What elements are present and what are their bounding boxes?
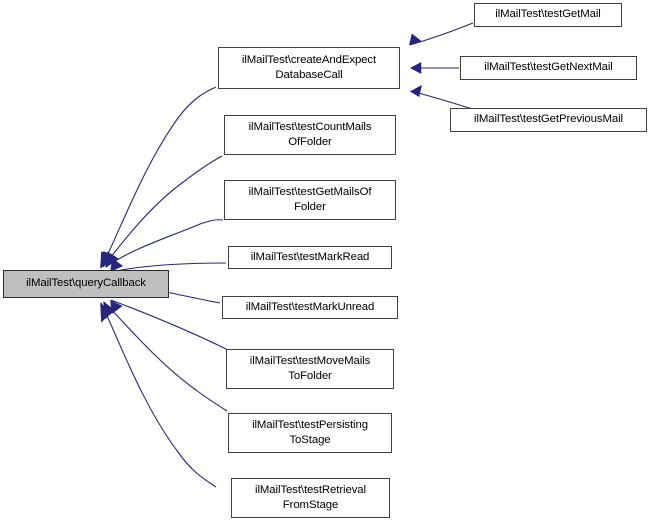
edge-arrowhead: [100, 302, 111, 323]
graph-node-label: ilMailTest\testMarkRead: [250, 250, 370, 263]
graph-node-testMarkRead[interactable]: ilMailTest\testMarkRead: [228, 246, 392, 269]
edge-testPersistingToStage-to-queryCallback: [103, 301, 228, 412]
graph-node-createAndExpectDatabaseCall[interactable]: ilMailTest\createAndExpect DatabaseCall: [218, 47, 400, 89]
graph-node-testPersistingToStage[interactable]: ilMailTest\testPersisting ToStage: [228, 413, 392, 453]
graph-node-testCountMailsOfFolder[interactable]: ilMailTest\testCountMails OfFolder: [224, 115, 396, 155]
graph-node-queryCallback[interactable]: ilMailTest\queryCallback: [3, 270, 169, 298]
graph-node-label: ilMailTest\testGetMail: [495, 8, 601, 21]
edge-testGetMailsOfFolder-to-queryCallback: [105, 219, 224, 268]
graph-node-label: ilMailTest\testMoveMails ToFolder: [249, 354, 371, 382]
graph-node-testGetMailsOfFolder[interactable]: ilMailTest\testGetMailsOf Folder: [224, 180, 396, 220]
graph-node-label: ilMailTest\testRetrieval FromStage: [255, 483, 366, 511]
edge-testMoveMailsToFolder-to-queryCallback: [110, 299, 230, 352]
edge-testRetrievalFromStage-to-queryCallback: [100, 302, 217, 488]
edge-line: [409, 22, 474, 46]
graph-node-testMoveMailsToFolder[interactable]: ilMailTest\testMoveMails ToFolder: [226, 349, 394, 389]
graph-node-label: ilMailTest\testGetMailsOf Folder: [248, 185, 372, 213]
edge-arrowhead: [409, 33, 422, 45]
edge-arrowhead: [409, 84, 422, 97]
graph-node-testGetNextMail[interactable]: ilMailTest\testGetNextMail: [460, 56, 637, 80]
graph-node-label: ilMailTest\testPersisting ToStage: [252, 418, 368, 446]
edge-line: [100, 302, 217, 488]
graph-node-label: ilMailTest\testGetNextMail: [484, 61, 613, 74]
edge-arrowhead: [409, 62, 422, 74]
edge-testGetNextMail-to-createAndExpectDatabaseCall: [409, 62, 459, 74]
edge-testGetPreviousMail-to-createAndExpectDatabaseCall: [409, 84, 477, 111]
edge-line: [103, 301, 228, 412]
edge-testCountMailsOfFolder-to-queryCallback: [102, 155, 223, 268]
graph-node-label: ilMailTest\testCountMails OfFolder: [248, 120, 372, 148]
edge-line: [102, 155, 223, 268]
graph-node-label: ilMailTest\createAndExpect DatabaseCall: [241, 53, 377, 81]
graph-node-testGetMail[interactable]: ilMailTest\testGetMail: [474, 3, 622, 27]
edge-arrowhead: [110, 257, 124, 273]
edge-line: [100, 86, 217, 269]
edge-line: [110, 299, 230, 352]
edge-line: [105, 219, 224, 268]
edge-testGetMail-to-createAndExpectDatabaseCall: [409, 22, 474, 46]
graph-node-testMarkUnread[interactable]: ilMailTest\testMarkUnread: [222, 296, 398, 319]
graph-node-label: ilMailTest\queryCallback: [26, 277, 146, 290]
graph-node-testRetrievalFromStage[interactable]: ilMailTest\testRetrieval FromStage: [231, 478, 390, 518]
graph-node-label: ilMailTest\testMarkUnread: [245, 300, 375, 313]
graph-node-testGetPreviousMail[interactable]: ilMailTest\testGetPreviousMail: [450, 108, 647, 132]
graph-node-label: ilMailTest\testGetPreviousMail: [474, 113, 623, 126]
